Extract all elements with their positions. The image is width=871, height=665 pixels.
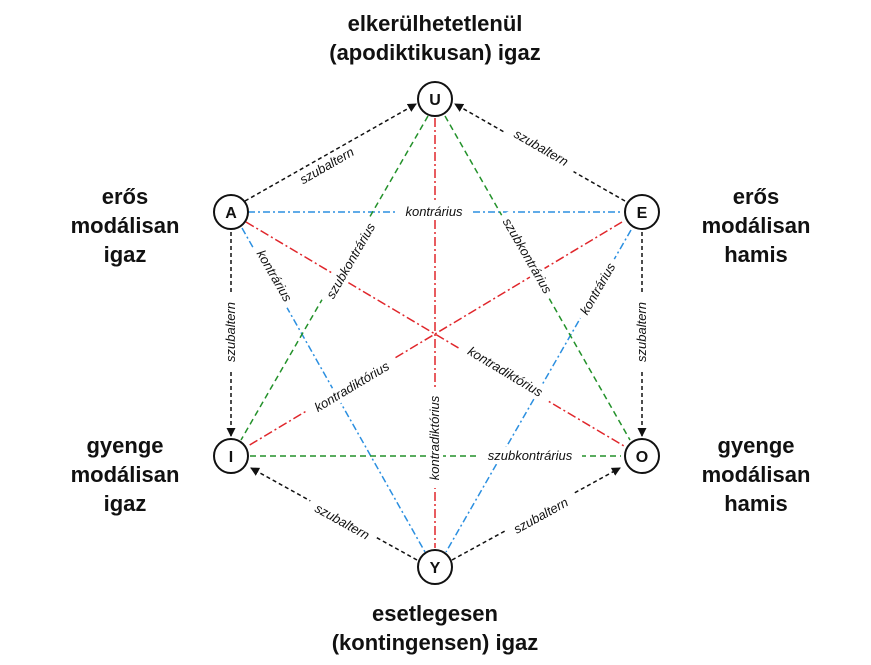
label-szubkontrarius-U-I: szubkontrárius [323, 220, 379, 301]
edge-A-O-contradictory [245, 221, 625, 447]
label-kontradiktorius-A-O: kontradiktórius [465, 343, 546, 400]
label-bottom-contingent: esetlegesen (kontingensen) igaz [331, 601, 539, 655]
node-O: O [624, 438, 660, 474]
label-upper-left-strong-true: erős modálisan igaz [70, 184, 180, 267]
label-szubaltern-Y-O: szubaltern [511, 494, 571, 536]
label-upper-right-strong-false: erős modálisan hamis [701, 184, 811, 267]
node-I-letter: I [229, 449, 233, 466]
node-U-letter: U [429, 92, 441, 109]
label-kontradiktorius-U-Y: kontradiktórius [427, 395, 442, 480]
edge-U-I-subcontrary [240, 115, 429, 441]
nodes: U A E I O Y [213, 81, 660, 585]
node-E: E [624, 194, 660, 230]
node-Y: Y [417, 549, 453, 585]
edge-Y-O-subaltern [451, 467, 621, 561]
label-kontrarius-A-Y: kontrárius [254, 247, 296, 304]
node-A: A [213, 194, 249, 230]
node-A-letter: A [225, 205, 237, 222]
label-szubkontrarius-U-O: szubkontrárius [500, 215, 556, 296]
label-szubaltern-E-O: szubaltern [634, 302, 649, 362]
label-szubaltern-A-U: szubaltern [297, 144, 356, 187]
node-U: U [417, 81, 453, 117]
edge-U-O-subcontrary [444, 115, 631, 441]
label-top-apodictic: elkerülhetetlenül (apodiktikusan) igaz [329, 11, 541, 65]
label-lower-right-weak-false: gyenge modálisan hamis [701, 433, 811, 516]
node-I: I [213, 438, 249, 474]
label-szubaltern-Y-I: szubaltern [312, 500, 372, 542]
edge-A-U-subaltern [244, 103, 417, 202]
label-kontradiktorius-E-I: kontradiktórius [312, 358, 393, 415]
label-szubaltern-A-I: szubaltern [223, 302, 238, 362]
label-szubkontrarius-I-O: szubkontrárius [488, 448, 573, 463]
node-O-letter: O [636, 449, 648, 466]
label-kontrarius-A-E: kontrárius [405, 204, 463, 219]
label-lower-left-weak-true: gyenge modálisan igaz [70, 433, 180, 516]
subaltern-arrows [226, 103, 647, 561]
node-E-letter: E [637, 205, 648, 222]
edge-E-U-subaltern [454, 103, 626, 202]
label-kontrarius-E-Y: kontrárius [577, 260, 619, 317]
label-szubaltern-E-U: szubaltern [512, 126, 571, 169]
node-Y-letter: Y [430, 560, 441, 577]
